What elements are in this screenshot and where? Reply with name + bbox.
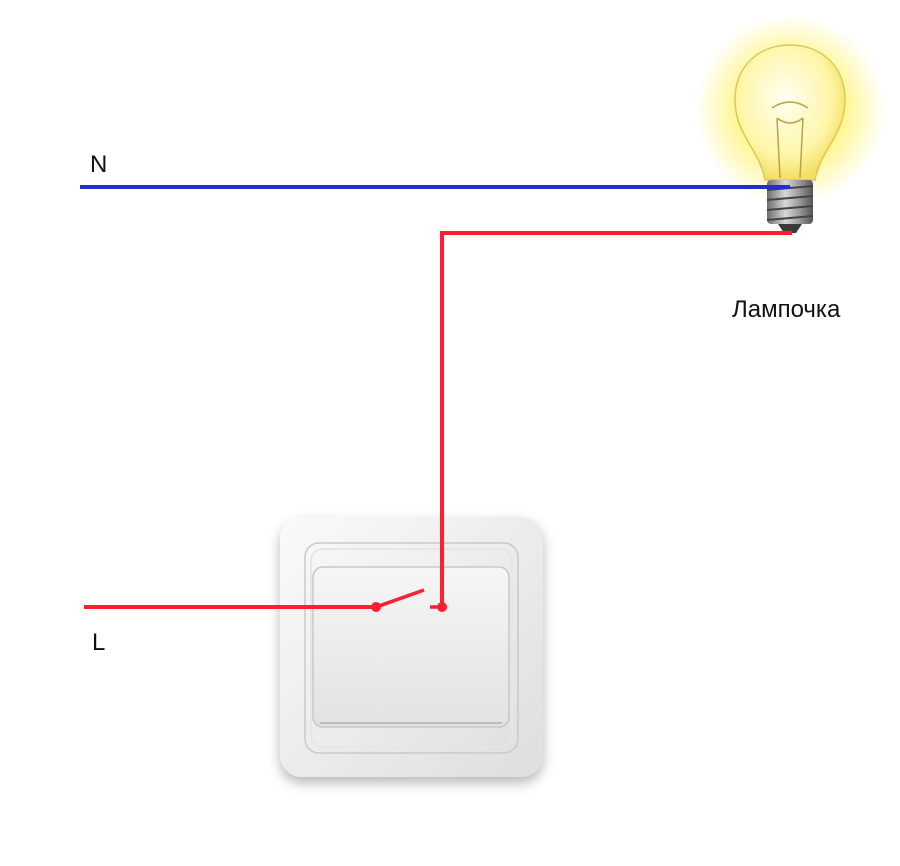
- switch-frame-outer: [304, 542, 519, 754]
- bulb-glass: [734, 44, 846, 181]
- bulb-filament: [771, 101, 809, 179]
- light-bulb-icon: [695, 15, 885, 233]
- switch-rocker[interactable]: [312, 566, 510, 728]
- contact-dot-right: [437, 602, 447, 612]
- wall-switch-icon[interactable]: [280, 517, 543, 777]
- switch-frame-inner: [310, 548, 513, 748]
- bulb-base: [767, 180, 813, 224]
- contact-blade: [375, 588, 425, 609]
- neutral-label: N: [90, 151, 107, 178]
- switch-contact-symbol: [371, 588, 447, 612]
- phase-wire-to-bulb: [440, 231, 792, 607]
- bulb-tip: [778, 224, 802, 233]
- line-label: L: [92, 629, 105, 656]
- bulb-label: Лампочка: [732, 296, 841, 323]
